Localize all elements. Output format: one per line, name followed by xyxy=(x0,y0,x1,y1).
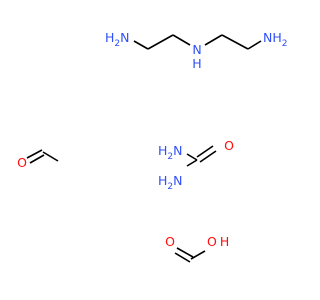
bond-c-o2 xyxy=(190,250,206,260)
molecule-diethylenetriamine: H2N N H NH2 xyxy=(105,30,288,71)
bond-c1-c2 xyxy=(147,34,174,50)
bond-c-o-b xyxy=(199,150,217,163)
bond-n2-c3 xyxy=(204,34,223,46)
bond-c-o-b xyxy=(29,154,45,164)
bond-o1-c-a xyxy=(174,252,191,263)
amine-h-label-center: H xyxy=(192,56,201,71)
molecule-urea: O H2N H2N xyxy=(158,138,234,192)
bond-n1-c1 xyxy=(133,40,149,50)
bond-c3-c4 xyxy=(221,34,249,50)
bond-c-n2 xyxy=(186,159,198,167)
amine-label-right: NH2 xyxy=(263,30,288,49)
bond-c4-n3 xyxy=(247,40,262,50)
bond-c-o-a xyxy=(26,149,43,159)
oxygen-label-formaldehyde: O xyxy=(17,155,27,170)
molecule-formaldehyde: O xyxy=(17,149,59,170)
amine-label-center: N xyxy=(192,42,201,57)
bond-n1-c xyxy=(186,153,198,161)
bond-o1-c-b xyxy=(176,247,194,258)
oxygen-label-formic-carbonyl: O xyxy=(165,234,175,249)
amine-label-urea-bottom: H2N xyxy=(158,173,183,192)
bond-c-o-a xyxy=(196,145,214,158)
oxygen-label-urea: O xyxy=(224,138,234,153)
bond-c2-n2 xyxy=(172,34,191,46)
amine-label-left: H2N xyxy=(105,30,130,49)
amine-label-urea-top: H2N xyxy=(158,143,183,162)
bond-c-h xyxy=(42,151,59,162)
